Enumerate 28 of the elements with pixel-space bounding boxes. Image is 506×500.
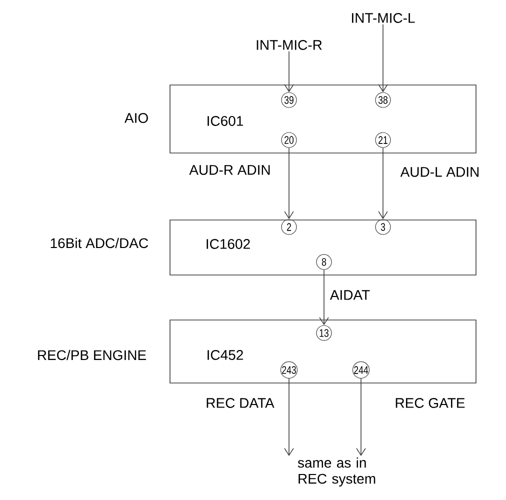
arrow: [284, 147, 294, 220]
signal-label: AUD-L ADIN: [400, 167, 479, 177]
signal-label: AIDAT: [330, 290, 370, 300]
arrow: [378, 24, 388, 92]
block-label: AIO: [124, 113, 148, 123]
block-label: REC/PB ENGINE: [38, 350, 146, 360]
arrow: [378, 147, 388, 220]
pin-number: 39: [281, 92, 297, 108]
pin-number: 20: [281, 132, 297, 148]
signal-label: REC DATA: [206, 398, 274, 408]
pin-number: 244: [352, 361, 370, 379]
pin-number: 21: [375, 132, 391, 148]
block-label: 16Bit ADC/DAC: [50, 238, 148, 248]
pin-number: 3: [375, 219, 391, 235]
signal-name: INT-MIC-R: [256, 40, 322, 50]
signal-label: AUD-R ADIN: [189, 165, 270, 175]
pin-number: 8: [316, 254, 332, 270]
arrow: [284, 50, 294, 92]
signal-name: INT-MIC-L: [352, 13, 415, 23]
note-text: same as in REC system: [298, 457, 376, 486]
arrow: [284, 378, 294, 456]
arrow: [319, 269, 329, 326]
pin-number: 38: [375, 92, 391, 108]
signal-label: REC GATE: [396, 398, 465, 408]
arrow: [356, 378, 366, 456]
pin-number: 2: [281, 219, 297, 235]
pin-number: 13: [316, 325, 332, 341]
pin-number: 243: [280, 361, 298, 379]
